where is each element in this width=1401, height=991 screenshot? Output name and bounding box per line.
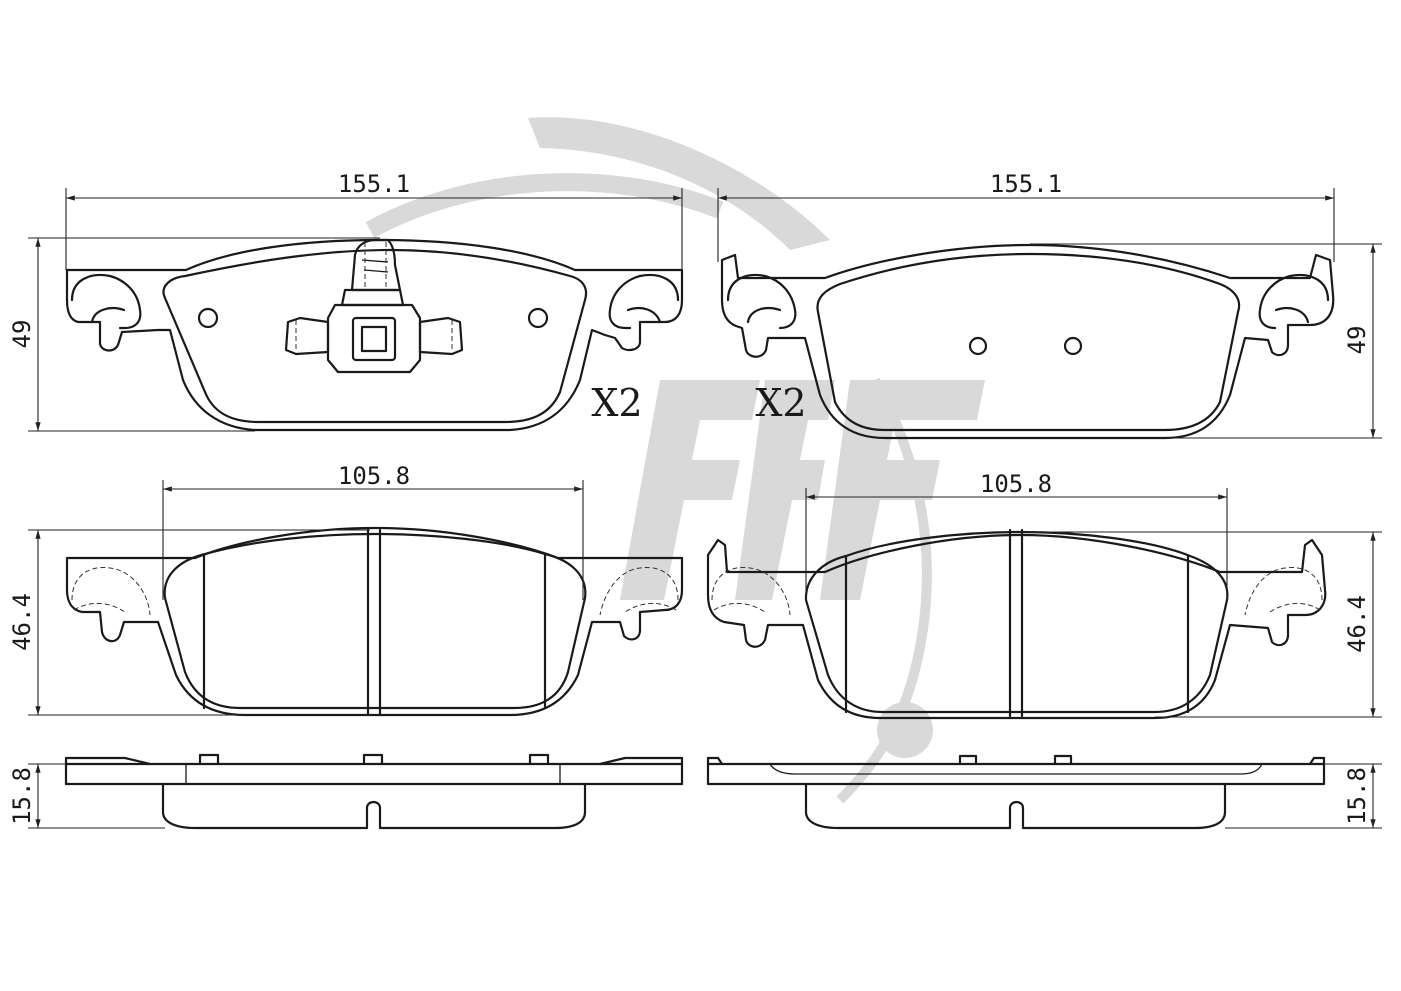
right-back-width-label: 105.8 [980, 470, 1052, 498]
right-back-height-label: 46.4 [1343, 595, 1371, 653]
left-side-view [64, 753, 684, 830]
right-quantity-label: X2 [755, 381, 806, 425]
right-side-view [706, 754, 1326, 830]
right-back-view [706, 528, 1327, 720]
left-back-height-label: 46.4 [8, 593, 36, 651]
left-side-thickness-label: 15.8 [8, 767, 36, 825]
left-quantity-label: X2 [591, 381, 642, 425]
right-front-height-label: 49 [1343, 326, 1371, 355]
right-front-view [720, 243, 1335, 440]
left-front-view [65, 238, 684, 432]
left-front-width-label: 155.1 [338, 170, 410, 198]
right-side-thickness-label: 15.8 [1343, 767, 1371, 825]
dimension-lines [28, 188, 1382, 829]
left-front-height-label: 49 [8, 320, 36, 349]
brand-watermark-logo [365, 117, 985, 804]
left-back-view [65, 526, 684, 717]
left-back-width-label: 105.8 [338, 462, 410, 490]
right-front-width-label: 155.1 [990, 170, 1062, 198]
